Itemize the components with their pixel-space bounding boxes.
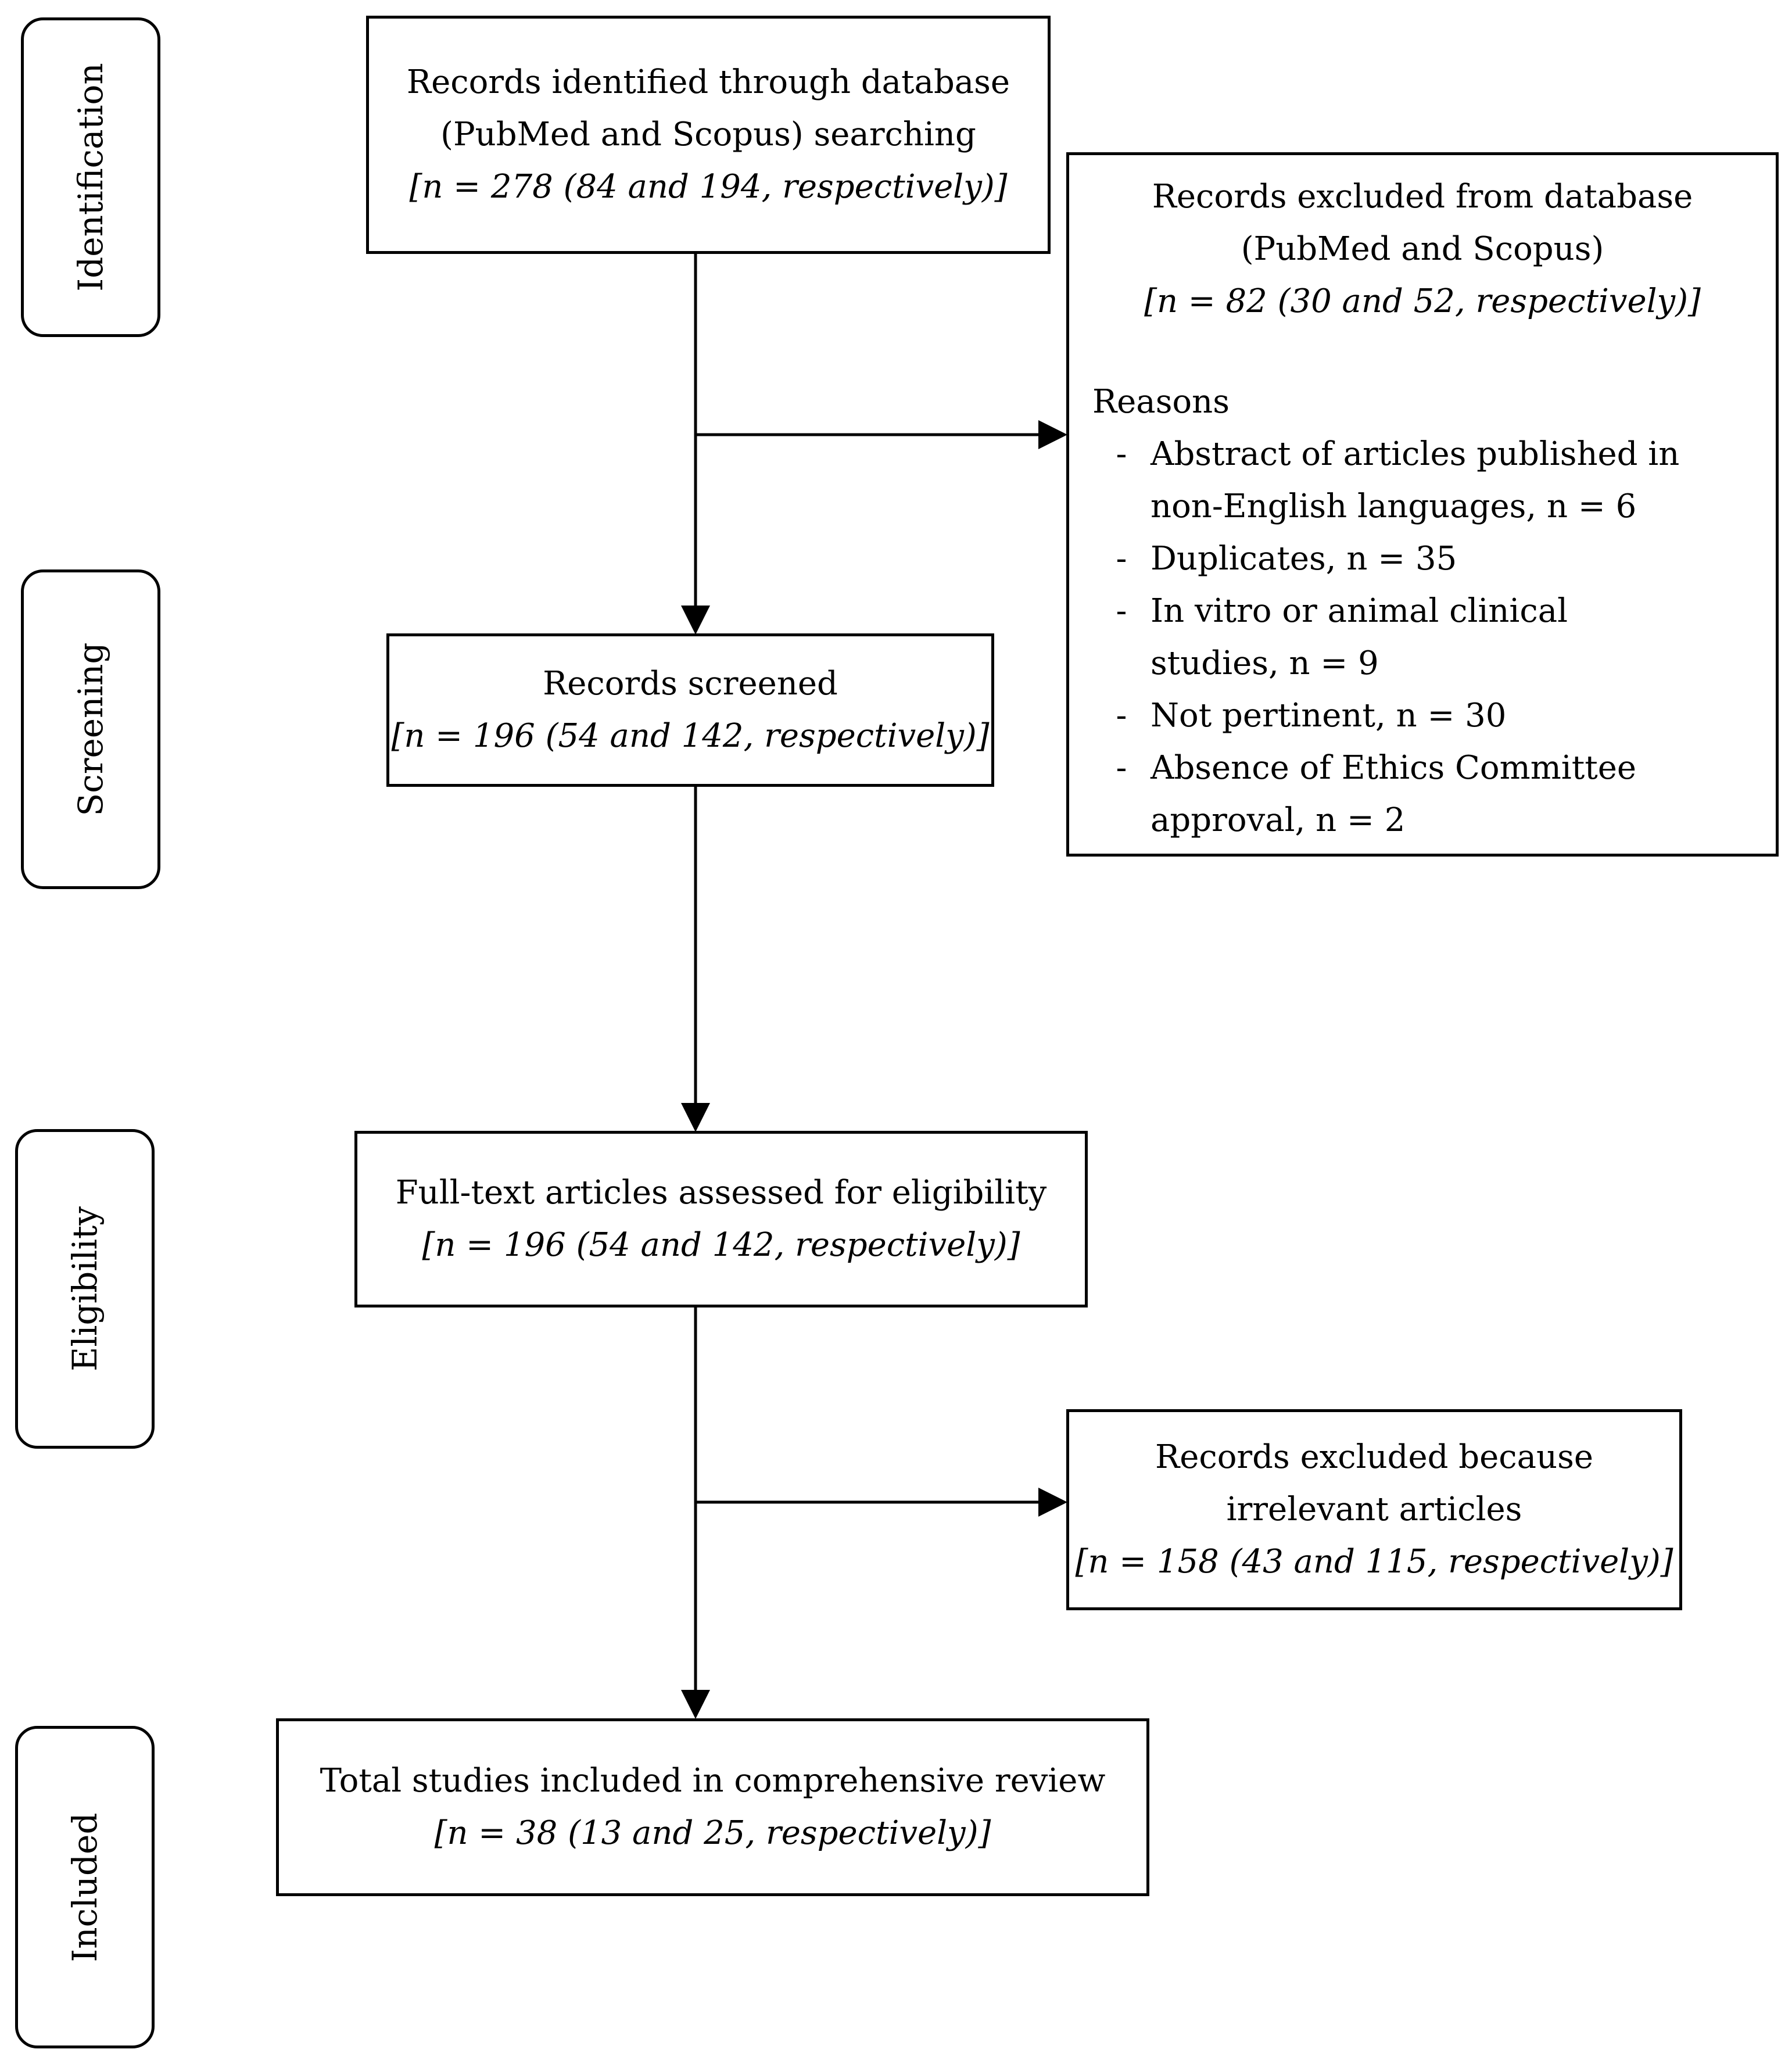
identified-line1: Records identified through database	[406, 63, 1010, 101]
reason-dash: -	[1116, 592, 1127, 630]
reason-item: - Absence of Ethics Committee approval, …	[1092, 742, 1766, 847]
reason-text: Not pertinent, n = 30	[1151, 697, 1507, 735]
reason-dash: -	[1116, 435, 1127, 473]
fulltext-box: Full-text articles assessed for eligibil…	[354, 1131, 1088, 1307]
reasons-list: Reasons - Abstract of articles published…	[1092, 376, 1766, 847]
reason-text: approval, n = 2	[1151, 801, 1406, 839]
phase-eligibility-label: Eligibility	[65, 1206, 105, 1371]
excluded-irrelevant-line2: irrelevant articles	[1226, 1491, 1522, 1528]
reason-text: non-English languages, n = 6	[1151, 488, 1637, 525]
included-count: [n = 38 (13 and 25, respectively)]	[434, 1814, 991, 1852]
excluded-irrelevant-count: [n = 158 (43 and 115, respectively)]	[1075, 1543, 1673, 1581]
included-line1: Total studies included in comprehensive …	[320, 1762, 1106, 1800]
identified-box: Records identified through database (Pub…	[366, 16, 1051, 254]
reason-text: In vitro or animal clinical	[1151, 592, 1568, 630]
excluded-irrelevant-line1: Records excluded because	[1155, 1438, 1593, 1476]
excluded-db-count: [n = 82 (30 and 52, respectively)]	[1144, 282, 1701, 320]
reason-text: Absence of Ethics Committee	[1151, 749, 1637, 787]
reason-text: Duplicates, n = 35	[1151, 540, 1457, 578]
reason-item: - Duplicates, n = 35	[1092, 533, 1766, 585]
screened-line1: Records screened	[543, 665, 838, 703]
included-box: Total studies included in comprehensive …	[276, 1718, 1149, 1896]
phase-identification-label: Identification	[71, 63, 110, 292]
excluded-irrelevant-box: Records excluded because irrelevant arti…	[1066, 1409, 1682, 1610]
reason-text: Abstract of articles published in	[1151, 435, 1680, 473]
reasons-title: Reasons	[1092, 383, 1230, 421]
phase-identification: Identification	[21, 17, 160, 337]
identified-line2: (PubMed and Scopus) searching	[440, 116, 976, 153]
reason-item: - Abstract of articles published in non-…	[1092, 428, 1766, 533]
fulltext-line1: Full-text articles assessed for eligibil…	[395, 1174, 1047, 1212]
phase-included-label: Included	[65, 1812, 105, 1962]
reason-item: - In vitro or animal clinical studies, n…	[1092, 585, 1766, 690]
screened-count: [n = 196 (54 and 142, respectively)]	[391, 717, 990, 755]
fulltext-count: [n = 196 (54 and 142, respectively)]	[422, 1226, 1020, 1264]
reason-dash: -	[1116, 697, 1127, 735]
screened-box: Records screened [n = 196 (54 and 142, r…	[386, 633, 994, 787]
phase-included: Included	[15, 1726, 155, 2048]
reason-text: studies, n = 9	[1151, 644, 1379, 682]
phase-screening: Screening	[21, 569, 160, 889]
reason-item: - Not pertinent, n = 30	[1092, 690, 1766, 742]
phase-eligibility: Eligibility	[15, 1129, 155, 1449]
excluded-db-box: Records excluded from database (PubMed a…	[1066, 152, 1779, 857]
reason-dash: -	[1116, 540, 1127, 578]
reason-dash: -	[1116, 749, 1127, 787]
phase-screening-label: Screening	[71, 642, 110, 816]
excluded-db-line1: Records excluded from database	[1152, 178, 1693, 216]
excluded-db-line2: (PubMed and Scopus)	[1241, 230, 1604, 268]
identified-count: [n = 278 (84 and 194, respectively)]	[409, 168, 1008, 206]
